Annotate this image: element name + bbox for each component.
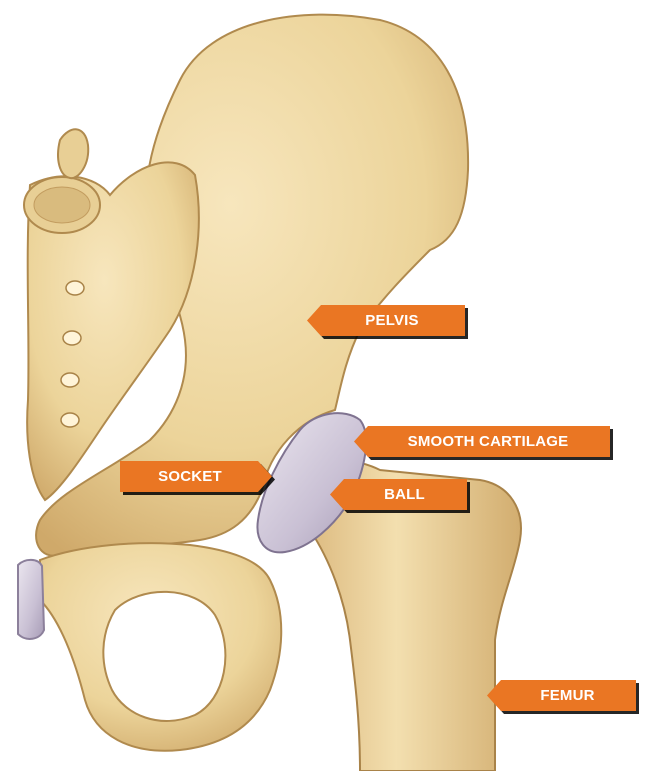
smooth-cartilage-label: SMOOTH CARTILAGE [354,426,610,457]
obturator-foramen [103,592,225,721]
pelvis-label: PELVIS [307,305,465,336]
socket-label: SOCKET [120,461,272,492]
femur-label: FEMUR [487,680,636,711]
ball-label: BALL [330,479,467,510]
pubic-symphysis [18,560,44,639]
